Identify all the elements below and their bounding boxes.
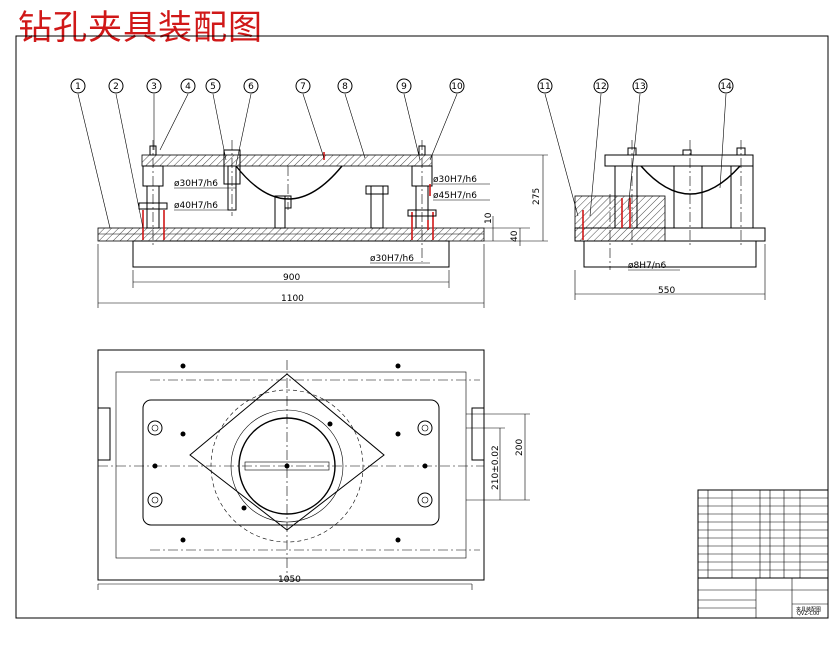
dim-210: 210±0.02 — [491, 445, 501, 490]
balloon-14-label: 14 — [720, 82, 732, 92]
balloon-6: 6 — [243, 78, 259, 94]
balloon-7-label: 7 — [300, 82, 306, 92]
fit-label-d40: ø40H7/h6 — [174, 201, 218, 211]
balloon-3: 3 — [146, 78, 162, 94]
leader-lines — [77, 93, 727, 229]
fit-label-d8: ø8H7/n6 — [628, 261, 666, 271]
balloon-1-label: 1 — [75, 82, 81, 92]
balloon-10: 10 — [449, 78, 465, 94]
dim-10: 10 — [484, 212, 494, 224]
balloon-4: 4 — [180, 78, 196, 94]
dim-550: 550 — [658, 286, 675, 296]
dim-275: 275 — [532, 188, 542, 205]
balloon-6-label: 6 — [248, 82, 254, 92]
fit-label-d30-a: ø30H7/h6 — [174, 179, 218, 189]
fit-label-d30-b: ø30H7/h6 — [433, 175, 477, 185]
balloon-4-label: 4 — [185, 82, 191, 92]
balloon-8: 8 — [337, 78, 353, 94]
balloon-10-label: 10 — [451, 82, 463, 92]
balloon-12-label: 12 — [595, 82, 606, 92]
balloon-11-label: 11 — [539, 82, 550, 92]
balloon-13: 13 — [632, 78, 648, 94]
balloon-9: 9 — [396, 78, 412, 94]
balloon-1: 1 — [70, 78, 86, 94]
balloon-14: 14 — [718, 78, 734, 94]
title-block-code: QVZ-C00 — [797, 611, 819, 617]
balloon-11: 11 — [537, 78, 553, 94]
dim-200: 200 — [515, 439, 525, 456]
balloon-2: 2 — [108, 78, 124, 94]
title-block — [697, 489, 829, 619]
balloon-9-label: 9 — [401, 82, 407, 92]
title-block-name: 夹具装配图 — [796, 606, 821, 613]
top-view — [97, 349, 530, 590]
balloon-5: 5 — [205, 78, 221, 94]
fit-label-d30-c: ø30H7/h6 — [370, 254, 414, 264]
front-view — [97, 140, 485, 268]
drawing-border — [15, 35, 829, 619]
balloon-12: 12 — [593, 78, 609, 94]
dim-1100: 1100 — [281, 294, 304, 304]
fit-label-d45: ø45H7/n6 — [433, 191, 477, 201]
balloon-7: 7 — [295, 78, 311, 94]
balloon-2-label: 2 — [113, 82, 119, 92]
front-view-dimensions — [97, 154, 548, 308]
dim-900: 900 — [283, 273, 300, 283]
balloon-5-label: 5 — [210, 82, 216, 92]
dim-40: 40 — [510, 230, 520, 242]
balloon-3-label: 3 — [151, 82, 157, 92]
dim-1050: 1050 — [278, 575, 301, 585]
balloon-13-label: 13 — [634, 82, 645, 92]
balloon-8-label: 8 — [342, 82, 348, 92]
drawing-title: 钻孔夹具装配图 — [18, 8, 263, 48]
side-view — [574, 140, 766, 300]
